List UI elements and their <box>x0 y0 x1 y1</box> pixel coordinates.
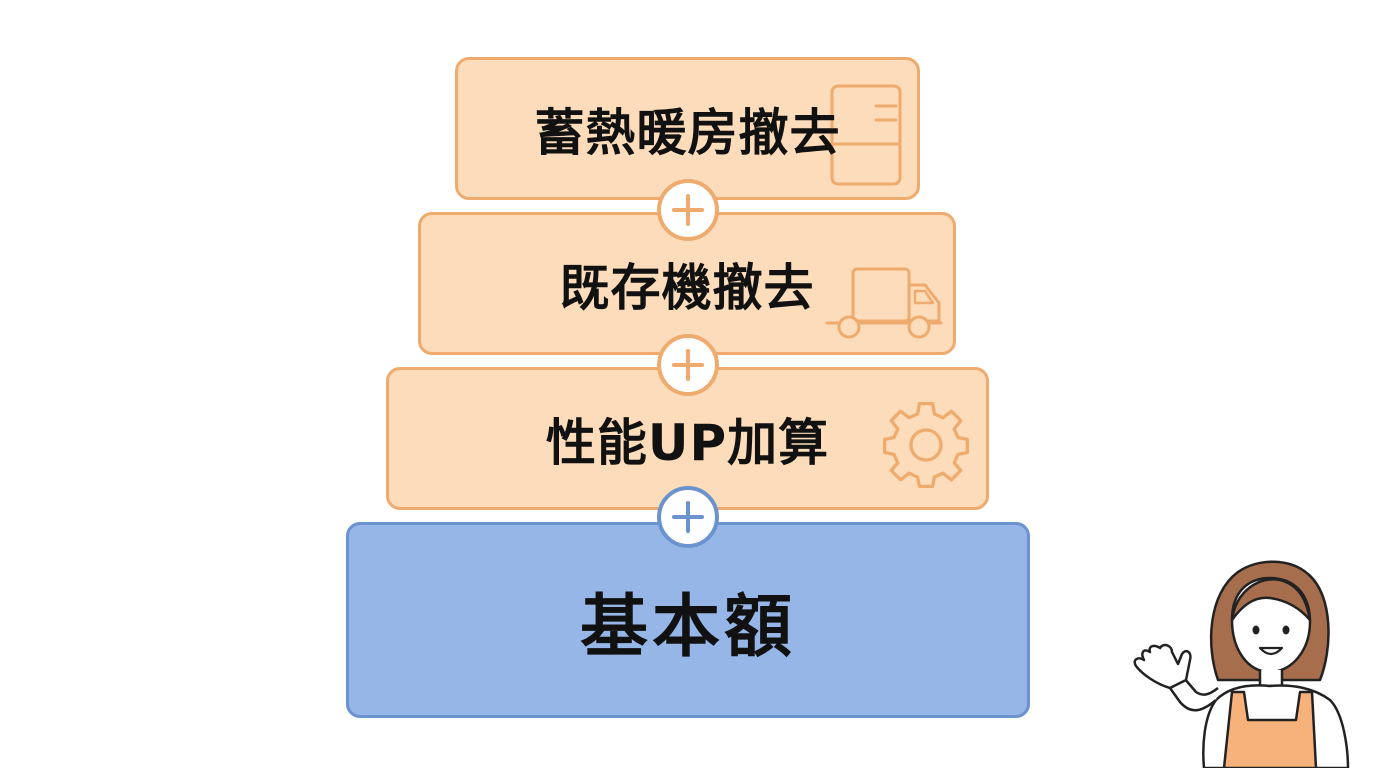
layer-label: 蓄熱暖房撤去 <box>534 103 841 162</box>
plus-icon <box>657 334 719 396</box>
layer-label: 性能UP加算 <box>545 413 830 472</box>
woman-presenter-illustration <box>1133 560 1350 768</box>
layer-label: 基本額 <box>579 587 796 667</box>
storage-heater-icon <box>830 84 902 186</box>
layer-label: 既存機撤去 <box>559 258 815 317</box>
plus-icon <box>657 486 719 548</box>
layer-thermal-storage-removal: 蓄熱暖房撤去 <box>455 57 920 200</box>
plus-icon <box>657 179 719 241</box>
layer-base-amount: 基本額 <box>346 522 1030 718</box>
gear-icon <box>882 401 970 489</box>
truck-icon <box>825 267 943 339</box>
